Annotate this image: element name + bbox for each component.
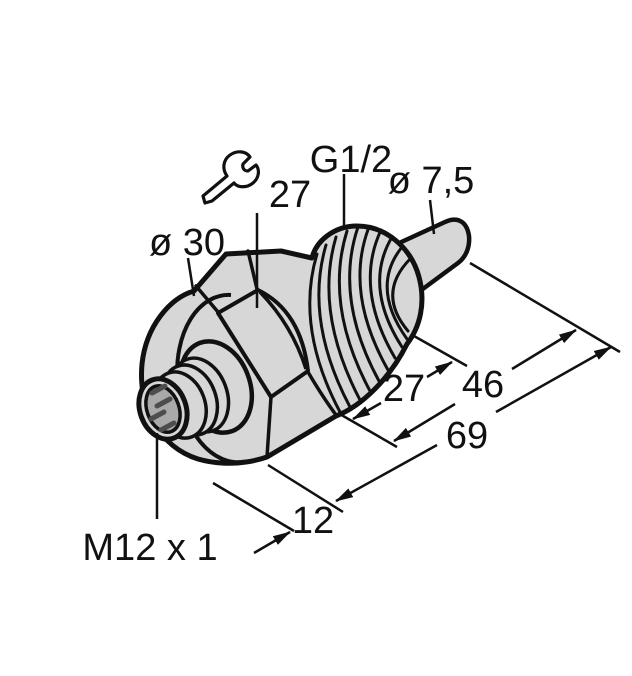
dim-27-left: [352, 401, 382, 421]
ext-connector-tip: [212, 481, 295, 533]
ext-probe-tip: [469, 261, 621, 354]
label-process-thread: G1/2: [310, 139, 392, 181]
dimension-lines: [253, 328, 612, 555]
label-dim-thread-length: 27: [383, 368, 425, 410]
annotation-labels: G1/2 ø 7,5 ø 30 27 27 46 69 12 M12 x 1: [82, 139, 504, 569]
leader-lines: [155, 174, 436, 519]
sensor-device: [136, 217, 472, 466]
ext-thread-end: [413, 334, 468, 368]
thread-ridges: [308, 225, 413, 414]
hex-edges: [194, 249, 338, 459]
m12-connector: [136, 339, 255, 442]
connector-pins: [148, 383, 177, 433]
dim-69-left: [335, 443, 438, 503]
dim-46-left: [393, 402, 456, 443]
dim-46-right: [511, 328, 577, 371]
ext-thread-start: [337, 411, 398, 449]
extension-lines: [212, 261, 621, 533]
label-dim-connector-length: 12: [292, 500, 334, 542]
ext-body-front: [267, 463, 344, 514]
label-tip-diameter: ø 7,5: [388, 160, 475, 202]
label-connector-thread: M12 x 1: [82, 527, 217, 569]
label-dim-body-length: 69: [446, 415, 488, 457]
hex-corner-highlight: [258, 290, 308, 370]
dim-69-right: [495, 345, 612, 414]
label-dim-insert-length: 46: [462, 364, 504, 406]
leader-tip-diameter: [428, 199, 436, 235]
label-wrench-size: 27: [269, 174, 311, 216]
dim-12-arrow: [253, 530, 291, 555]
wrench-icon: [201, 150, 260, 205]
dim-27-right: [426, 360, 453, 379]
leader-body-diameter: [186, 257, 196, 297]
label-body-diameter: ø 30: [149, 222, 225, 264]
